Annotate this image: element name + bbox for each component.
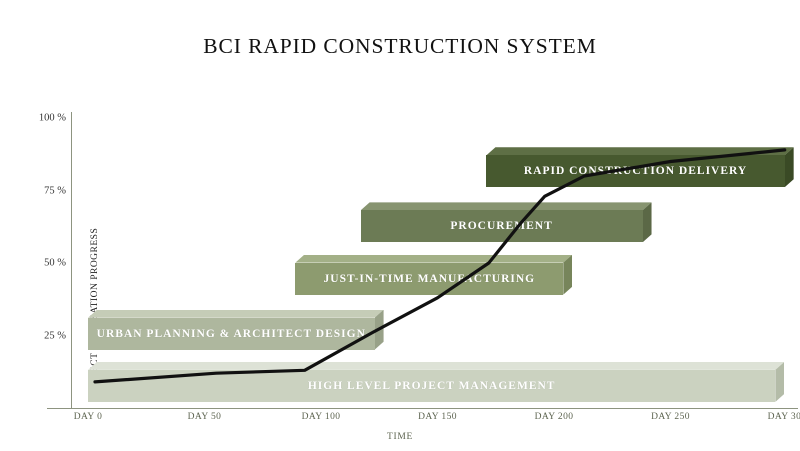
bar-rapid-construction-delivery: RAPID CONSTRUCTION DELIVERY [486, 147, 794, 188]
bar-front-face: PROCUREMENT [360, 210, 643, 243]
bar-front-face: RAPID CONSTRUCTION DELIVERY [486, 155, 785, 188]
y-tick-label: 75 % [44, 185, 66, 196]
bar-top-face [295, 255, 572, 263]
x-tick-label: DAY 100 [301, 412, 341, 422]
x-tick-label: DAY 300 [767, 412, 800, 422]
bar-front-face: JUST-IN-TIME MANUFACTURING [295, 262, 564, 295]
y-axis-line [71, 112, 73, 408]
y-tick-label: 100 % [38, 112, 66, 124]
x-tick-label: DAY 150 [418, 412, 457, 422]
y-tick-label: 25 % [44, 330, 66, 341]
x-tick-label: DAY 200 [534, 412, 574, 422]
bar-label: RAPID CONSTRUCTION DELIVERY [523, 165, 748, 178]
x-tick-label: DAY 250 [651, 412, 690, 422]
bar-just-in-time-manufacturing: JUST-IN-TIME MANUFACTURING [295, 255, 572, 295]
bar-label: PROCUREMENT [450, 220, 553, 233]
bar-top-face [361, 202, 652, 210]
bar-top-face [88, 362, 784, 370]
x-tick-label: DAY 50 [187, 412, 222, 422]
bar-label: HIGH LEVEL PROJECT MANAGEMENT [307, 379, 556, 392]
bar-front-face: URBAN PLANNING & ARCHITECT DESIGN [88, 317, 375, 350]
bar-label: JUST-IN-TIME MANUFACTURING [323, 272, 536, 285]
bar-top-face [486, 147, 793, 155]
y-tick-label: 50 % [44, 257, 66, 269]
bar-urban-planning-architect-design: URBAN PLANNING & ARCHITECT DESIGN [88, 310, 384, 350]
bar-front-face: HIGH LEVEL PROJECT MANAGEMENT [88, 369, 776, 402]
x-axis-title: TIME [386, 432, 414, 442]
bar-side-face [785, 147, 794, 187]
x-tick-label: DAY 0 [73, 412, 103, 422]
bar-top-face [88, 310, 384, 318]
x-axis-line [47, 408, 798, 410]
bar-high-level-project-management: HIGH LEVEL PROJECT MANAGEMENT [88, 362, 784, 402]
bar-label: URBAN PLANNING & ARCHITECT DESIGN [96, 327, 366, 340]
bar-procurement: PROCUREMENT [360, 202, 652, 243]
chart-title: BCI RAPID CONSTRUCTION SYSTEM [203, 34, 597, 58]
